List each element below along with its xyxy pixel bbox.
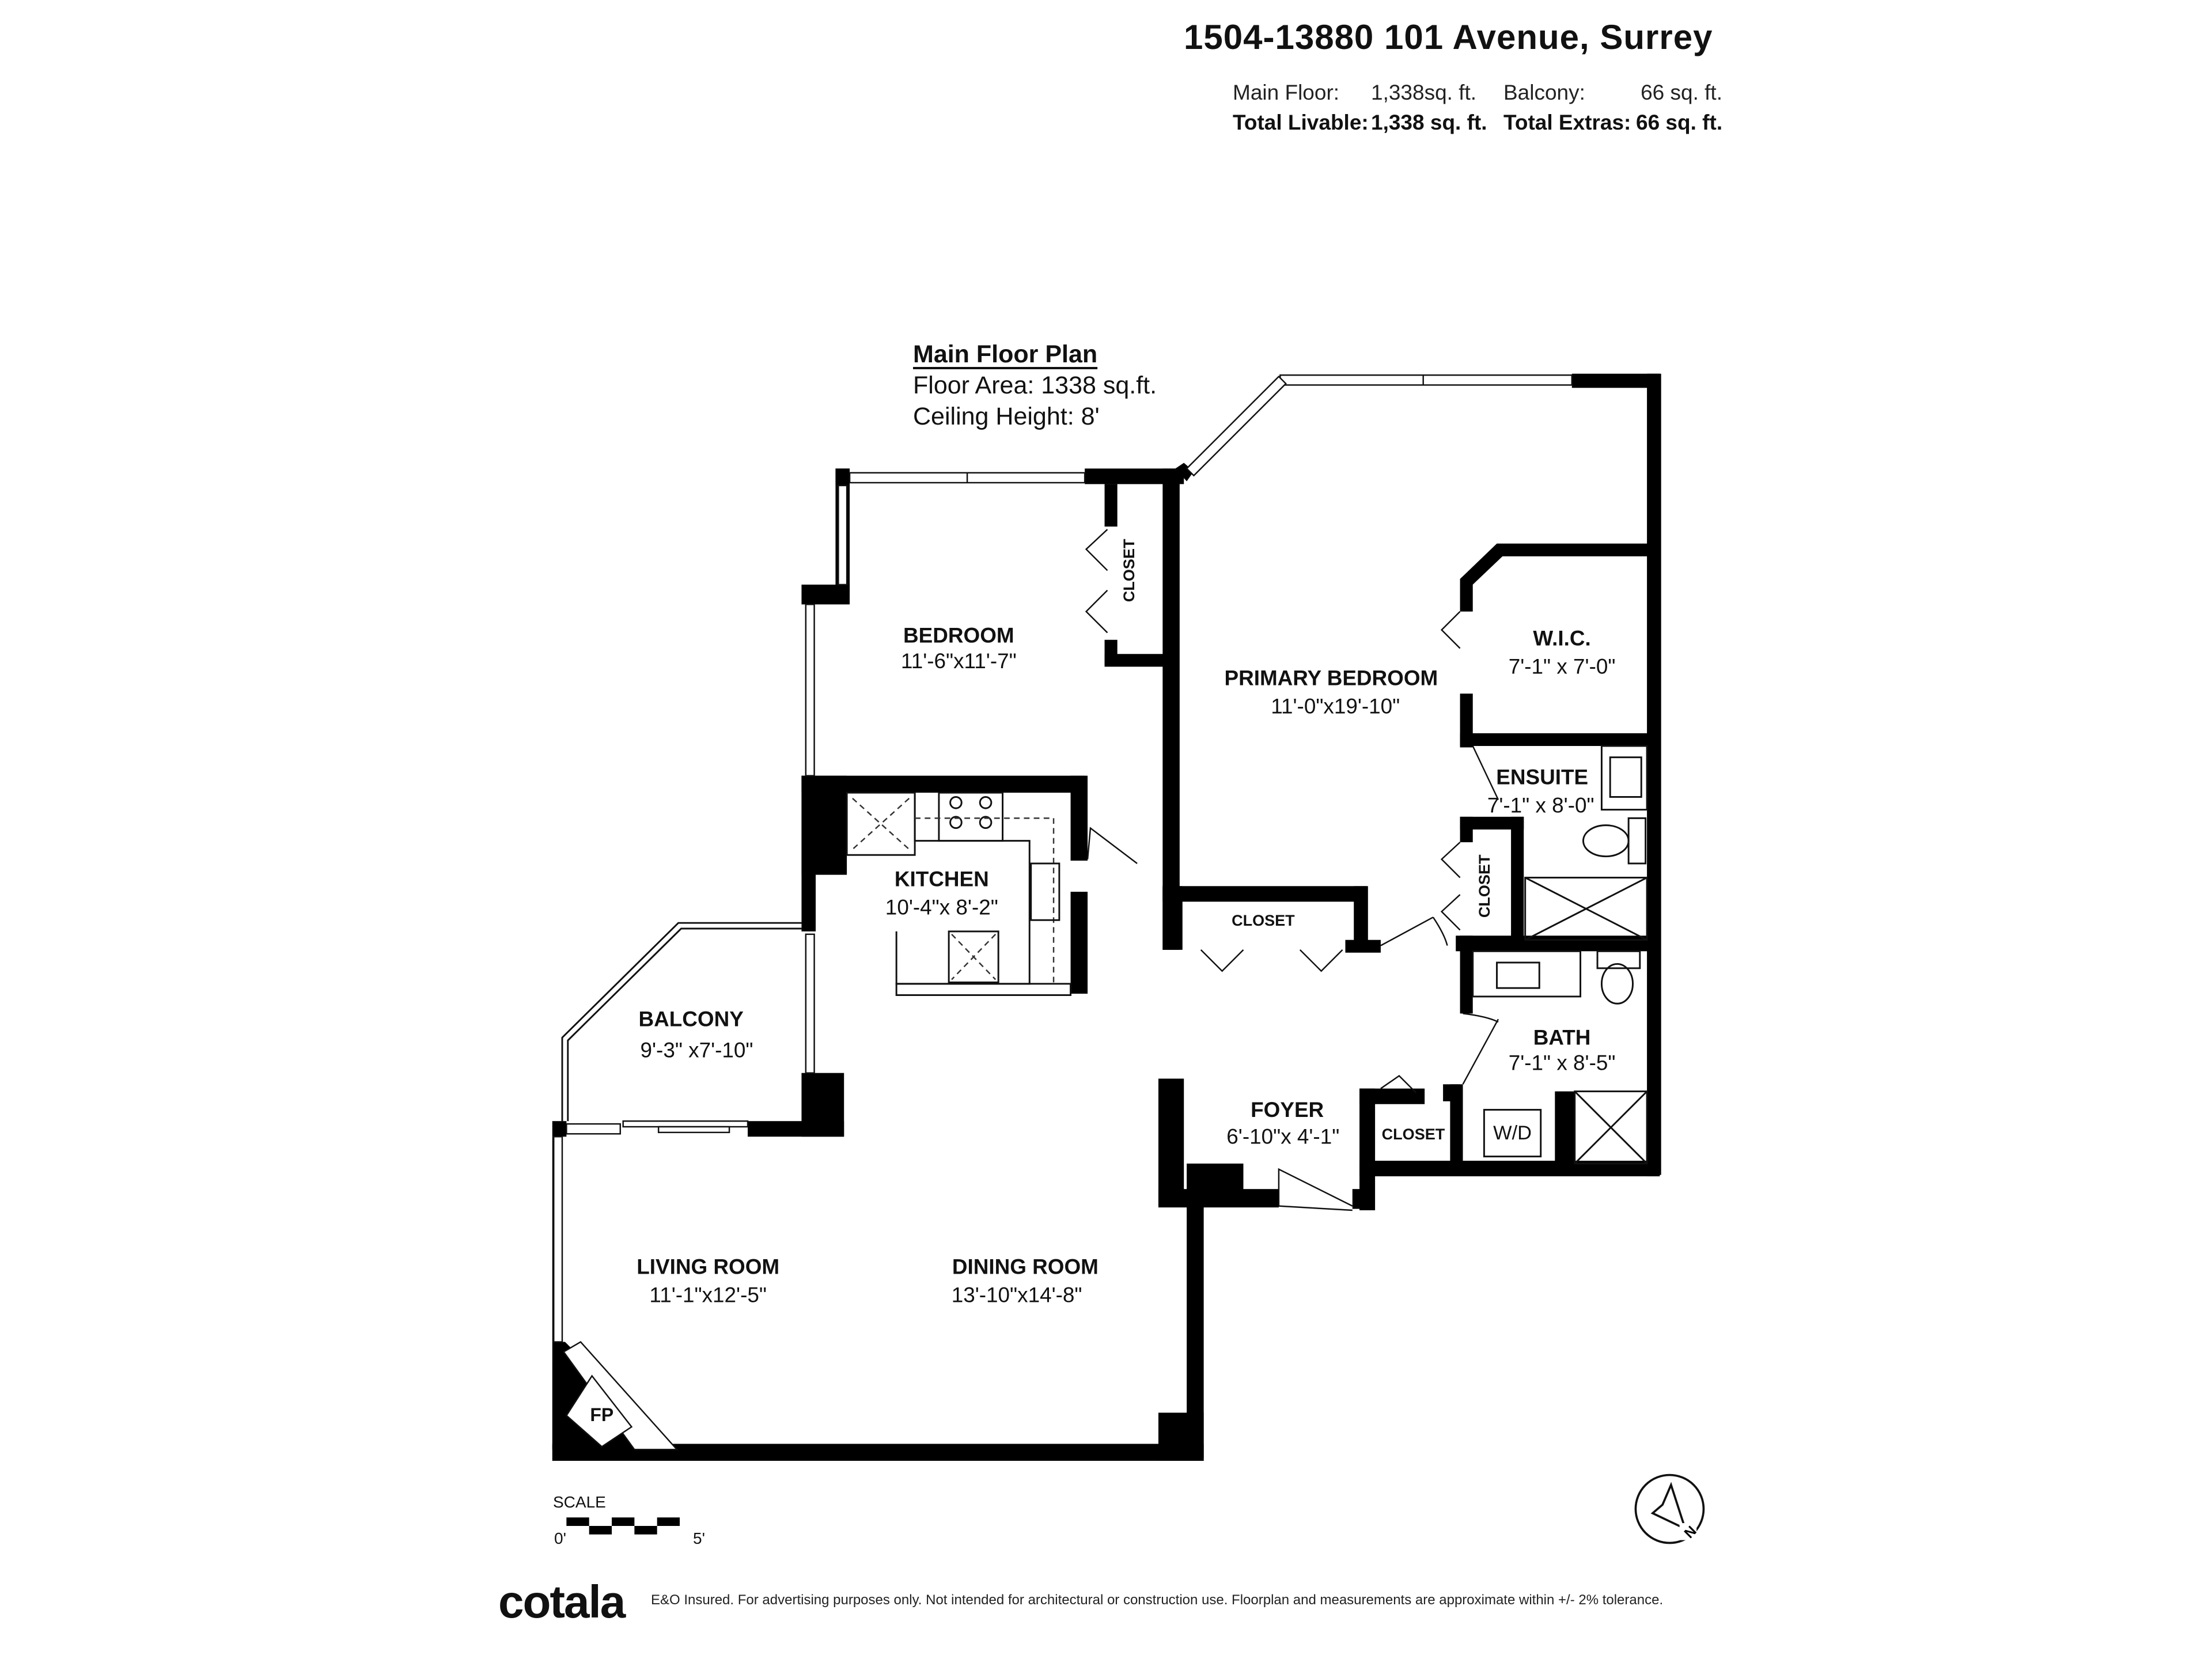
- area-summary: Main Floor: 1,338sq. ft. Balcony: 66 sq.…: [1233, 78, 1722, 138]
- fireplace-label: FP: [590, 1404, 613, 1425]
- kitchen-fixtures: [846, 791, 1072, 996]
- room-bath-dims: 7'-1" x 8'-5": [1509, 1051, 1616, 1075]
- room-primary-bedroom-name: PRIMARY BEDROOM: [1225, 666, 1438, 690]
- closet-ensuite: CLOSET: [1476, 854, 1493, 918]
- room-bedroom-name: BEDROOM: [903, 624, 1014, 647]
- balcony-railing: [561, 922, 802, 1122]
- total-extras-value: 66 sq. ft.: [1636, 111, 1723, 134]
- main-floor-label: Main Floor:: [1233, 81, 1340, 104]
- scale-start: 0': [554, 1529, 566, 1547]
- room-wic-dims: 7'-1" x 7'-0": [1509, 655, 1616, 679]
- room-dining-dims: 13'-10"x14'-8": [952, 1283, 1082, 1307]
- plan-title: Main Floor Plan: [913, 340, 1098, 368]
- windows: [552, 374, 1573, 1343]
- room-foyer-name: FOYER: [1251, 1098, 1324, 1122]
- doors: [1085, 529, 1499, 1211]
- closet-central: CLOSET: [1232, 912, 1295, 929]
- main-floor-value: 1,338sq. ft.: [1371, 81, 1477, 104]
- room-foyer-dims: 6'-10"x 4'-1": [1226, 1125, 1339, 1149]
- room-ensuite-dims: 7'-1" x 8'-0": [1487, 794, 1594, 817]
- area-row-main: Main Floor: 1,338sq. ft. Balcony: 66 sq.…: [1233, 78, 1722, 108]
- brand-logo: cotala: [498, 1576, 626, 1627]
- room-kitchen-name: KITCHEN: [895, 867, 989, 891]
- balcony-label: Balcony:: [1503, 81, 1585, 104]
- balcony-value: 66 sq. ft.: [1641, 81, 1722, 104]
- room-primary-bedroom-dims: 11'-0"x19'-10": [1271, 695, 1400, 718]
- scale-label: SCALE: [553, 1493, 606, 1511]
- plan-info: Main Floor Plan Floor Area: 1338 sq.ft. …: [913, 339, 1157, 432]
- disclaimer: E&O Insured. For advertising purposes on…: [651, 1592, 1664, 1608]
- scale-bar: [566, 1517, 680, 1535]
- floor-area: Floor Area: 1338 sq.ft.: [913, 372, 1157, 399]
- area-row-totals: Total Livable: 1,338 sq. ft. Total Extra…: [1233, 108, 1722, 138]
- closet-bedroom: CLOSET: [1120, 539, 1138, 602]
- total-livable-value: 1,338 sq. ft.: [1371, 111, 1487, 134]
- room-dining-name: DINING ROOM: [952, 1255, 1099, 1279]
- room-ensuite-name: ENSUITE: [1496, 765, 1588, 789]
- bath-fixtures: [1472, 745, 1648, 1165]
- room-living-name: LIVING ROOM: [637, 1255, 779, 1279]
- room-balcony-dims: 9'-3" x7'-10": [641, 1039, 753, 1062]
- property-address: 1504-13880 101 Avenue, Surrey: [1184, 18, 1713, 56]
- room-bath-name: BATH: [1533, 1026, 1591, 1050]
- total-extras-label: Total Extras:: [1503, 111, 1631, 134]
- total-livable-label: Total Livable:: [1233, 111, 1369, 134]
- washer-dryer-label: W/D: [1493, 1122, 1532, 1144]
- room-bedroom-dims: 11'-6"x11'-7": [901, 649, 1017, 673]
- ceiling-height: Ceiling Height: 8': [913, 403, 1100, 430]
- cooktop-burners-icon: [949, 796, 993, 830]
- north-compass-icon: N: [1634, 1474, 1705, 1544]
- room-wic-name: W.I.C.: [1533, 627, 1590, 650]
- room-kitchen-dims: 10'-4"x 8'-2": [885, 895, 998, 919]
- scale-end: 5': [693, 1529, 705, 1547]
- room-balcony-name: BALCONY: [639, 1007, 744, 1031]
- walls: [552, 373, 1661, 1461]
- room-living-dims: 11'-1"x12'-5": [649, 1283, 767, 1307]
- closet-foyer: CLOSET: [1382, 1126, 1445, 1143]
